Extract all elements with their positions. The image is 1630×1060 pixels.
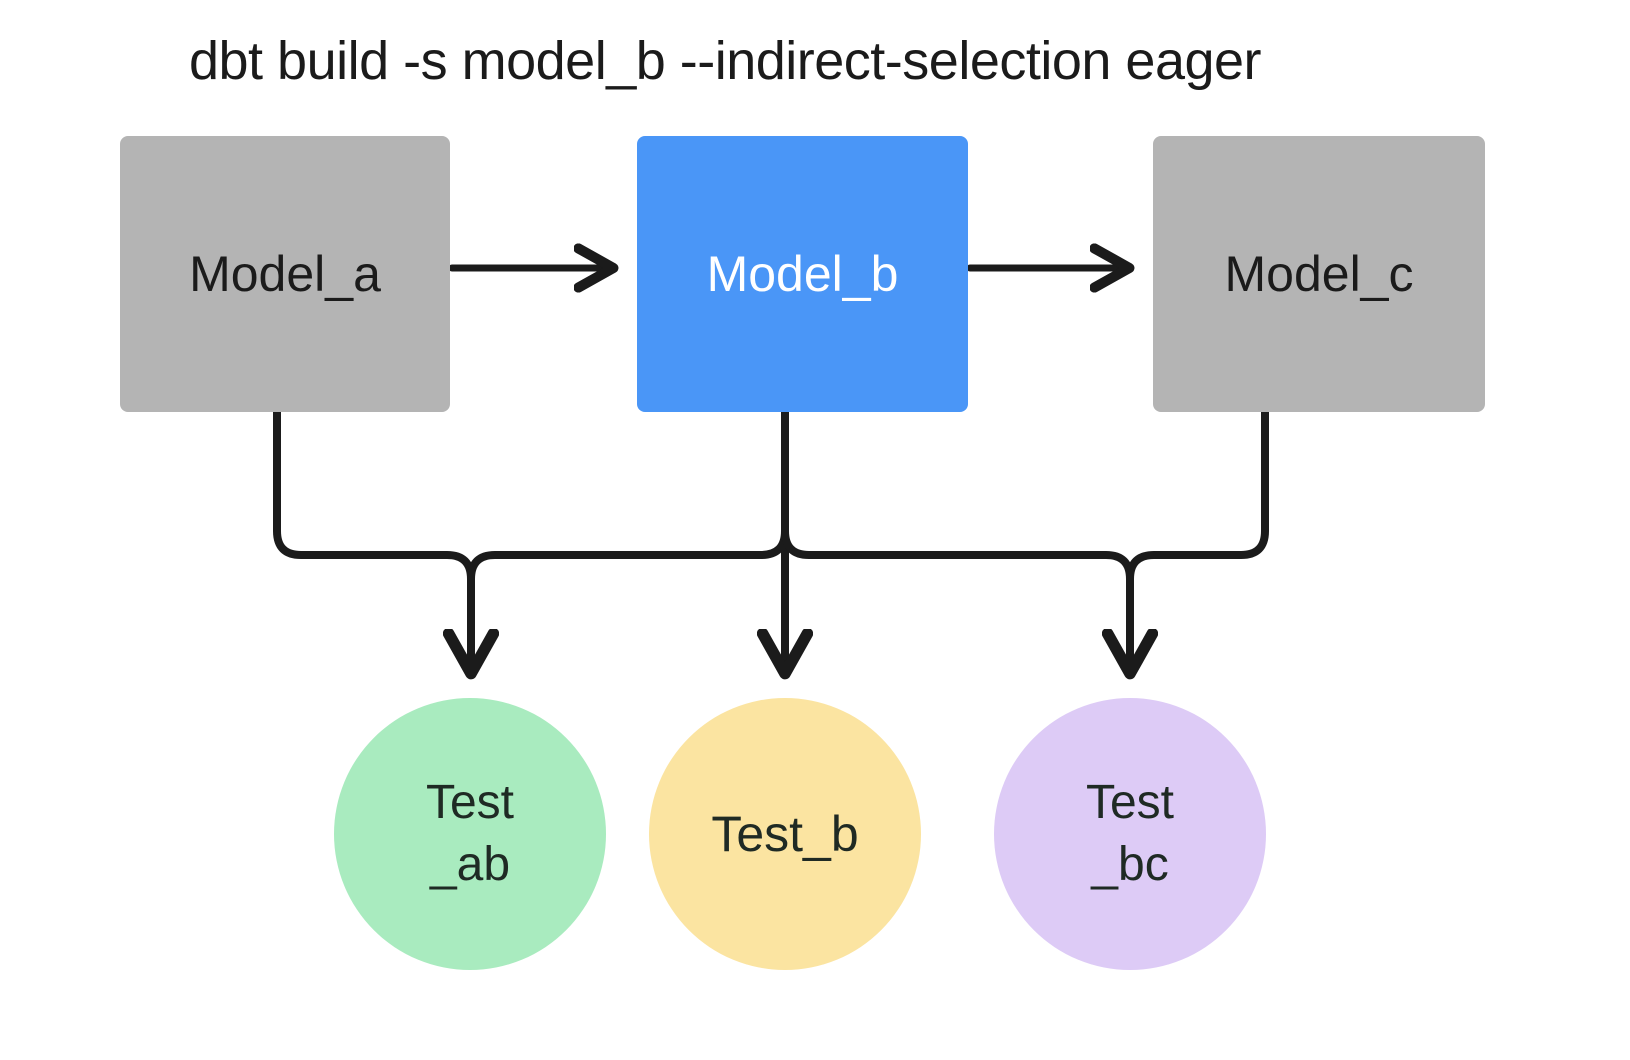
node-model-c[interactable]: Model_c <box>1153 136 1485 412</box>
edge-model-b-to-test-bc <box>781 408 1130 672</box>
node-test-ab[interactable]: Test _ab <box>334 698 606 970</box>
edge-model-a-to-test-ab <box>273 408 471 672</box>
node-test-bc[interactable]: Test _bc <box>994 698 1266 970</box>
node-test-ab-label: Test _ab <box>425 776 515 891</box>
edge-model-c-to-test-bc <box>1126 408 1269 676</box>
node-model-c-label: Model_c <box>1224 246 1414 302</box>
node-model-a[interactable]: Model_a <box>120 136 450 412</box>
node-model-b-label: Model_b <box>706 246 899 302</box>
node-test-b-label: Test_b <box>711 806 859 862</box>
edge-model-b-to-test-ab <box>467 408 789 676</box>
node-test-bc-label: Test _bc <box>1085 776 1175 891</box>
node-model-b[interactable]: Model_b <box>637 136 968 412</box>
page-title: dbt build -s model_b --indirect-selectio… <box>188 31 1262 91</box>
node-model-a-label: Model_a <box>189 246 381 302</box>
node-test-b[interactable]: Test_b <box>649 698 921 970</box>
